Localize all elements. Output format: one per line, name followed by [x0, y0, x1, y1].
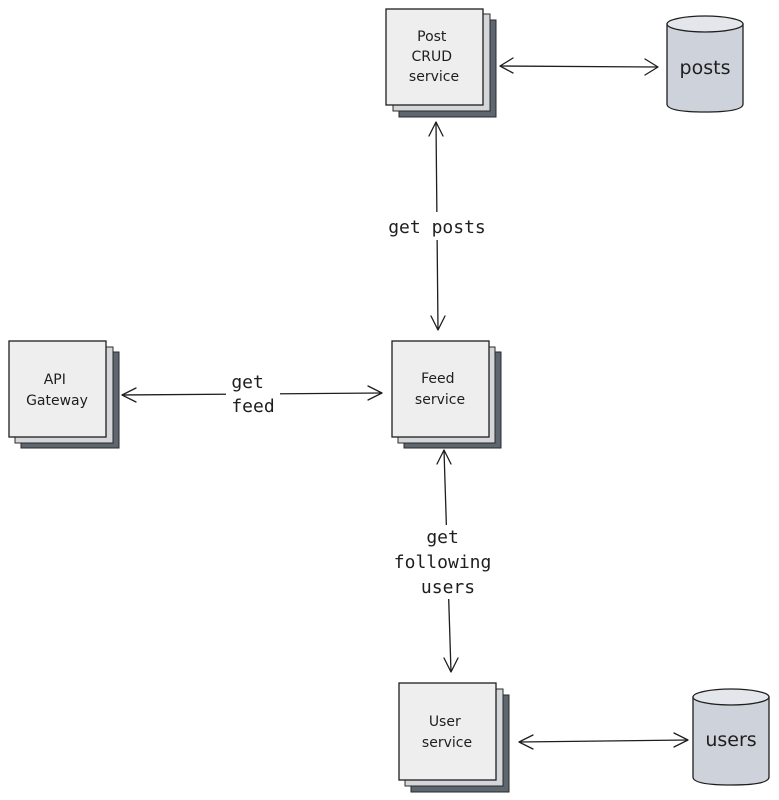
arrowhead-down	[430, 315, 446, 331]
service-box	[398, 682, 497, 781]
label-line: API	[44, 372, 66, 388]
api-gateway-node: API Gateway	[8, 340, 120, 449]
edge-user-service-to-users	[518, 732, 689, 750]
gateway-box	[8, 340, 107, 438]
arrowhead-down	[443, 657, 459, 673]
edge-label-line: get	[231, 372, 264, 393]
edge-feed-to-user-service: get following users	[394, 449, 502, 673]
database-cylinder	[692, 696, 770, 786]
service-box	[391, 340, 490, 438]
api-gateway-label: API Gateway	[26, 372, 88, 409]
arrowhead-right	[367, 385, 383, 401]
edge-label-get-posts: get posts	[388, 217, 486, 238]
arrowhead-up	[436, 449, 452, 465]
arrowhead-up	[428, 121, 444, 137]
edge-label-get-following-users: get following users	[394, 527, 502, 598]
posts-database-label: posts	[680, 57, 731, 79]
arrowhead-left	[499, 57, 514, 74]
posts-database-node: posts	[666, 15, 744, 113]
label-line: CRUD	[412, 49, 453, 65]
edge-feed-to-post-crud: get posts	[386, 121, 486, 331]
edge-gateway-to-feed: get feed	[121, 372, 383, 418]
label-line: Feed	[421, 371, 454, 387]
arrowhead-right	[644, 58, 659, 76]
label-line: User	[429, 714, 461, 730]
users-database-node: users	[692, 688, 770, 786]
users-database-label: users	[705, 729, 756, 751]
feed-service-label: Feed service	[415, 371, 465, 408]
post-crud-service-node: Post CRUD service	[385, 8, 497, 118]
label-line: service	[422, 735, 472, 751]
label-line: Gateway	[26, 393, 88, 409]
arrowhead-left	[121, 387, 137, 403]
edge-label-get-feed: get feed	[231, 372, 274, 417]
service-box	[385, 8, 484, 106]
edge-label-line: users	[421, 577, 475, 598]
database-cylinder	[666, 23, 744, 113]
arrowhead-right	[673, 732, 689, 748]
post-crud-service-label: Post CRUD service	[409, 29, 459, 85]
user-service-node: User service	[398, 682, 510, 793]
feed-service-node: Feed service	[391, 340, 502, 449]
label-line: service	[409, 69, 459, 85]
edge-label-line: get	[426, 527, 459, 548]
arrowhead-left	[518, 734, 534, 750]
user-service-label: User service	[422, 714, 472, 751]
database-cylinder-top	[692, 688, 770, 706]
label-line: Post	[417, 29, 447, 45]
edge-post-crud-to-posts	[499, 57, 659, 76]
label-line: service	[415, 392, 465, 408]
edge-label-line: following	[394, 552, 492, 573]
edge-label-line: feed	[231, 396, 274, 417]
database-cylinder-top	[666, 15, 744, 33]
